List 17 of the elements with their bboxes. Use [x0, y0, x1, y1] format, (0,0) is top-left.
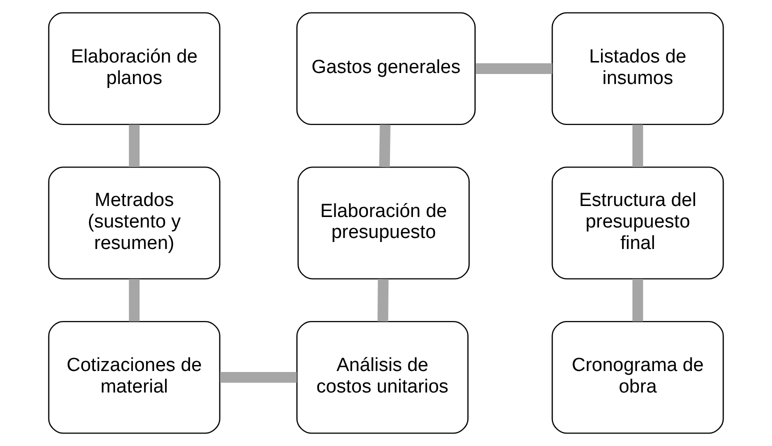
connector	[632, 124, 644, 168]
node-box: Gastos generales	[296, 12, 476, 126]
node-box: Listados de insumos	[552, 12, 724, 126]
connector	[632, 279, 644, 322]
node-box: Análisis de costos unitarios	[296, 320, 469, 434]
node-box: Cronograma de obra	[552, 320, 724, 434]
node-box: Elaboración de planos	[48, 12, 220, 126]
node-box: Metrados (sustento y resumen)	[48, 166, 220, 280]
node-box: Estructura del presupuesto final	[552, 166, 724, 280]
connector	[378, 279, 389, 322]
connector	[220, 372, 297, 383]
connector	[476, 63, 552, 74]
connector	[379, 124, 390, 168]
node-box: Elaboración de presupuesto	[298, 166, 470, 280]
connector	[128, 124, 140, 168]
connector	[128, 279, 140, 322]
node-box: Cotizaciones de material	[48, 320, 220, 434]
